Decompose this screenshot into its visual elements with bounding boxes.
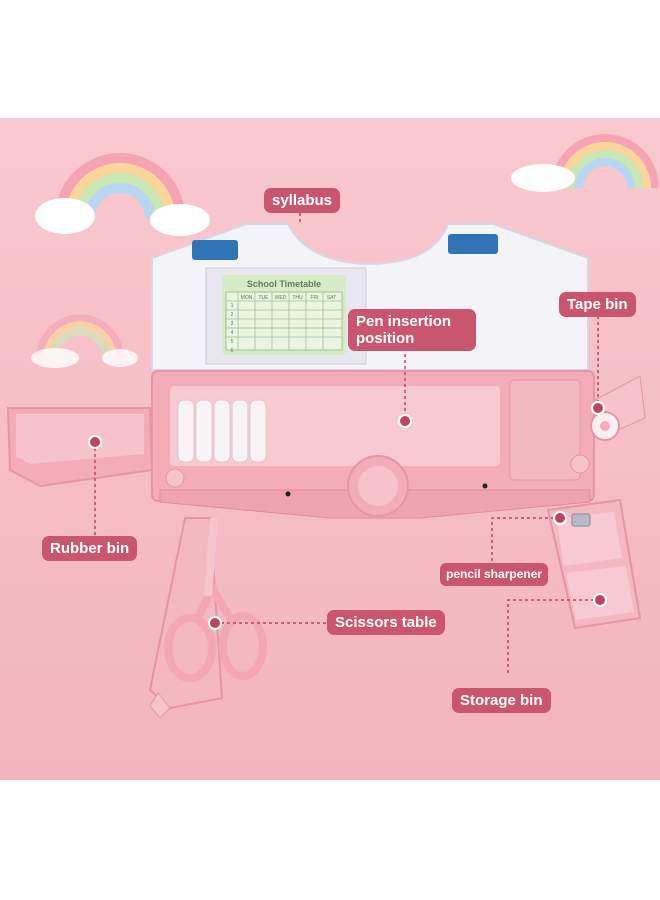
label-pen-insertion: Pen insertion position — [348, 309, 476, 351]
timetable-row-number: 5 — [231, 339, 234, 345]
marker-dot — [591, 401, 605, 415]
label-pencil-sharpener: pencil sharpener — [440, 563, 549, 586]
rainbow-cloud-icon — [31, 314, 138, 368]
timetable-day: SAT — [327, 295, 336, 301]
timetable-day: FRI — [310, 295, 318, 301]
timetable-row-number: 4 — [231, 330, 234, 336]
case-body — [6, 370, 646, 719]
timetable-day: TUE — [259, 295, 270, 301]
label-rubber-bin: Rubber bin — [42, 536, 138, 561]
marker-dot — [398, 414, 412, 428]
label-syllabus: syllabus — [264, 188, 341, 213]
callout-lines — [94, 213, 600, 676]
marker-dot — [88, 435, 102, 449]
marker-dot — [593, 593, 607, 607]
product-photo: School Timetable MON TUE WED THU FRI SAT 1 2 3 4 5… — [0, 118, 660, 780]
timetable-row-number: 6 — [231, 348, 234, 354]
timetable-day: WED — [275, 295, 287, 301]
marker-dot — [208, 616, 222, 630]
label-scissors-table: Scissors table — [327, 610, 445, 635]
timetable-row-number: 1 — [231, 303, 234, 309]
timetable-grid: MON TUE WED THU FRI SAT 1 2 3 4 5 6 — [225, 291, 343, 354]
label-storage-bin: Storage bin — [452, 688, 551, 713]
label-tape-bin: Tape bin — [559, 292, 636, 317]
timetable-day: MON — [241, 295, 253, 301]
rainbow-cloud-icon — [511, 134, 659, 192]
timetable-title: School Timetable — [246, 279, 322, 289]
marker-dot — [553, 511, 567, 525]
rainbow-cloud-icon — [35, 153, 210, 236]
timetable-day: THU — [292, 295, 303, 301]
timetable-card: School Timetable MON TUE WED THU FRI SAT 1 2 3 4 5… — [222, 275, 346, 355]
timetable-row-number: 3 — [231, 321, 234, 327]
timetable-row-number: 2 — [231, 312, 234, 318]
